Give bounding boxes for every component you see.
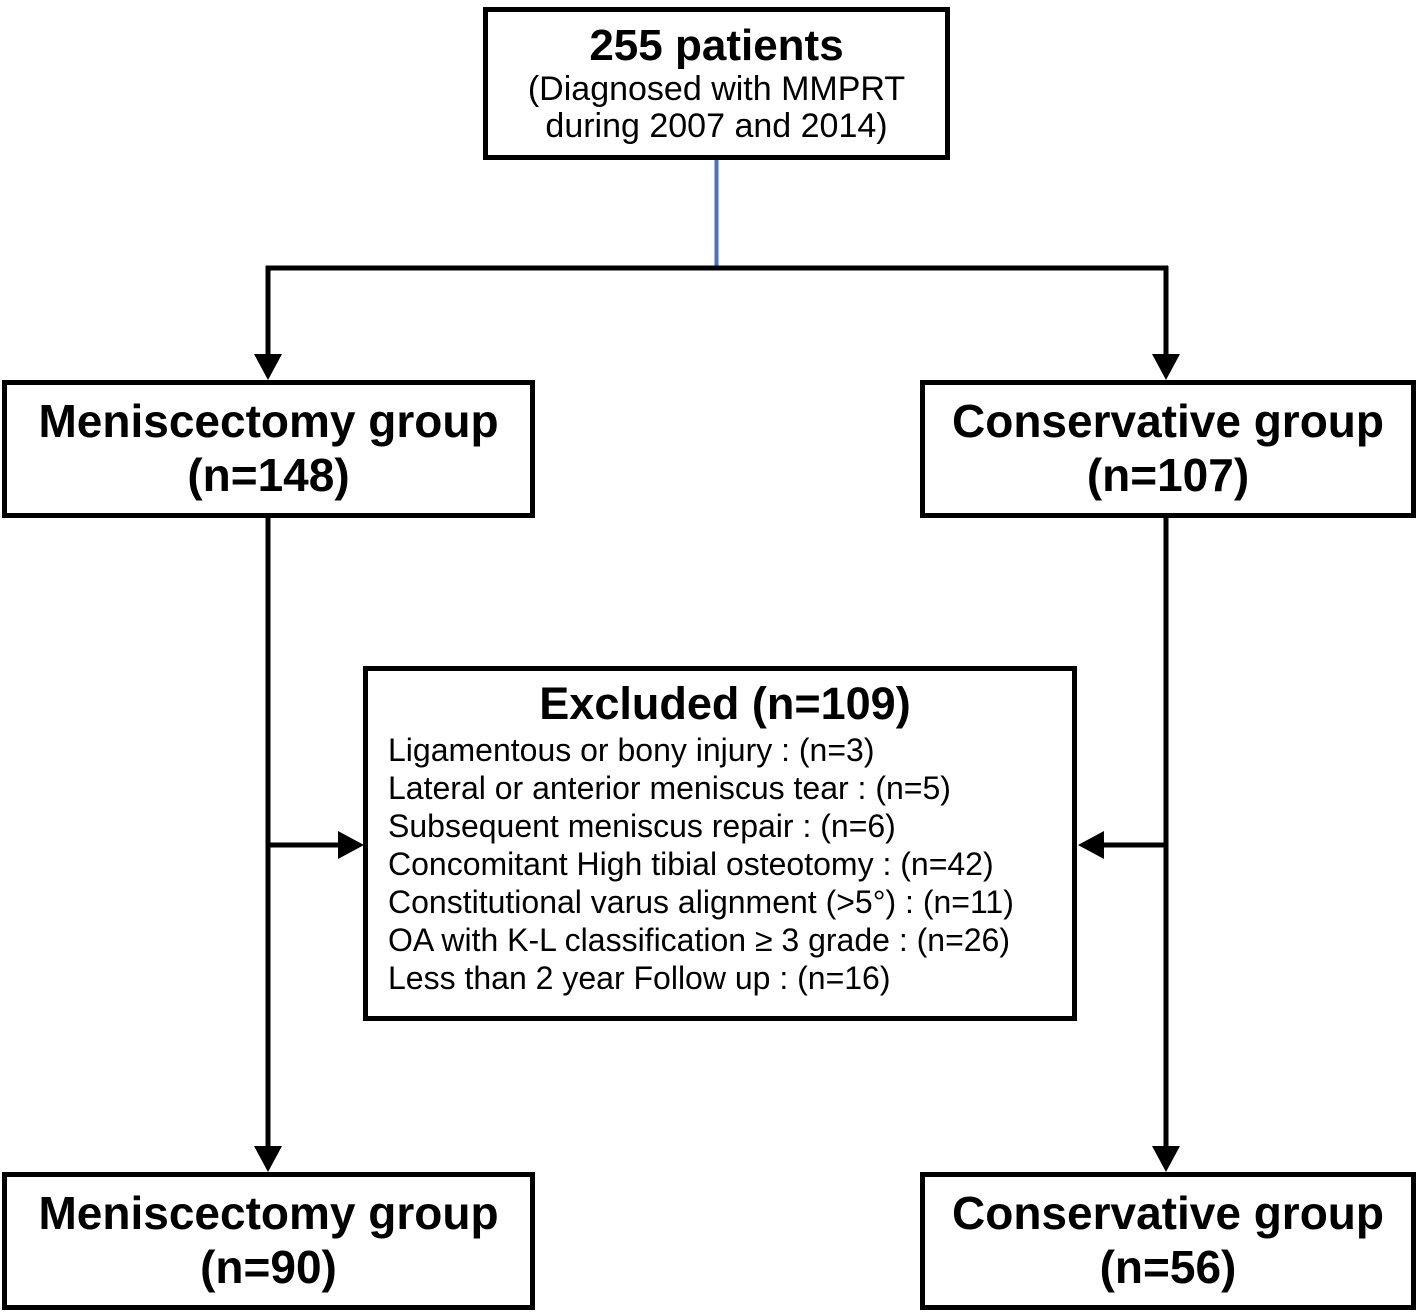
excluded-item: Constitutional varus alignment (>5°) : (… (388, 884, 1014, 920)
right-outcome-arrowhead (1152, 1146, 1180, 1172)
left-outcome-arrowhead (254, 1146, 282, 1172)
meniscectomy-group-box: Meniscectomy group (n=148) (2, 380, 535, 518)
meniscectomy-outcome-box: Meniscectomy group (n=90) (2, 1172, 535, 1310)
excluded-title: Excluded (n=109) (539, 678, 911, 729)
left-excluded-arrowhead (338, 831, 364, 859)
excluded-item: OA with K-L classification ≥ 3 grade : (… (388, 922, 1010, 958)
total-patients-box: 255 patients (Diagnosed with MMPRT durin… (483, 7, 950, 160)
meniscectomy-group-title: Meniscectomy group (38, 395, 499, 448)
meniscectomy-outcome-count: (n=90) (200, 1241, 337, 1293)
left-branch-arrowhead (254, 354, 282, 380)
right-excluded-arrowhead (1078, 831, 1104, 859)
conservative-group-title: Conservative group (952, 395, 1384, 448)
excluded-item: Subsequent meniscus repair : (n=6) (388, 808, 896, 844)
total-patients-subtitle-line2: during 2007 and 2014) (545, 107, 888, 146)
conservative-group-count: (n=107) (1086, 449, 1250, 501)
total-patients-title: 255 patients (589, 21, 844, 71)
conservative-outcome-box: Conservative group (n=56) (920, 1172, 1416, 1310)
excluded-item: Concomitant High tibial osteotomy : (n=4… (388, 846, 994, 882)
conservative-group-box: Conservative group (n=107) (920, 380, 1416, 518)
excluded-box: Excluded (n=109) Ligamentous or bony inj… (363, 666, 1077, 1021)
excluded-item: Ligamentous or bony injury : (n=3) (388, 732, 875, 768)
right-branch-arrowhead (1152, 354, 1180, 380)
total-patients-subtitle-line1: (Diagnosed with MMPRT (527, 69, 906, 108)
meniscectomy-outcome-title: Meniscectomy group (38, 1187, 499, 1240)
conservative-outcome-count: (n=56) (1099, 1241, 1237, 1293)
excluded-item: Lateral or anterior meniscus tear : (n=5… (388, 770, 951, 806)
conservative-outcome-title: Conservative group (952, 1187, 1384, 1240)
meniscectomy-group-count: (n=148) (187, 449, 350, 501)
excluded-item: Less than 2 year Follow up : (n=16) (388, 960, 891, 996)
